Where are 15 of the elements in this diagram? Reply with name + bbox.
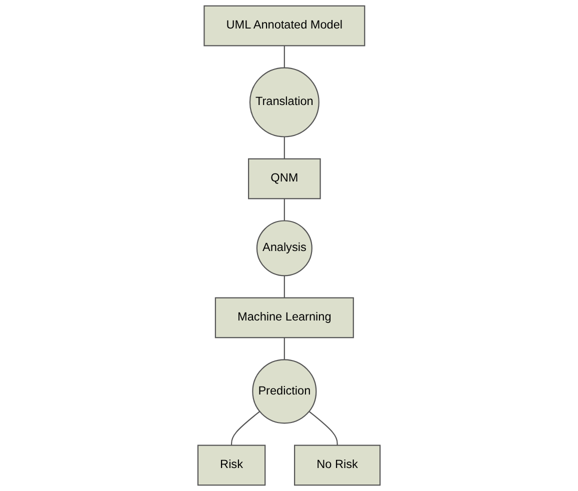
connector [284,46,285,68]
node-circle: Prediction [252,359,317,424]
node-box: No Risk [294,444,381,486]
node-box: QNM [248,158,321,200]
connector [284,276,285,298]
connector [230,411,260,446]
node-box: Risk [197,444,266,486]
connector [284,198,285,221]
node-box: UML Annotated Model [204,5,366,46]
connector [284,136,285,159]
connector [308,411,338,446]
node-circle: Analysis [256,220,312,276]
connector [284,338,285,360]
node-circle: Translation [249,67,320,138]
node-box: Machine Learning [214,297,354,338]
